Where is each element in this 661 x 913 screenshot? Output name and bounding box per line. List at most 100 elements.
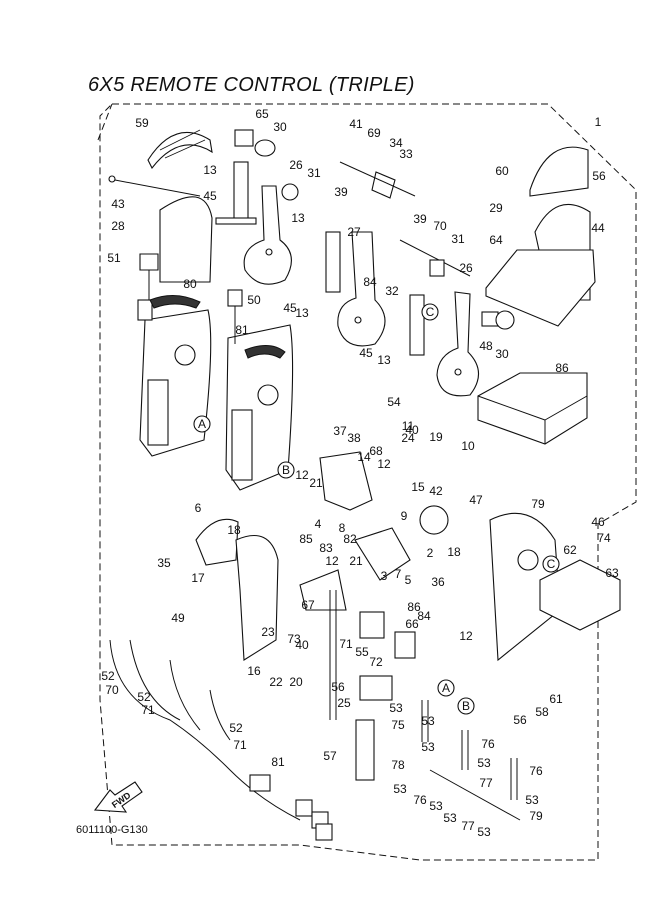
part-number-7: 7 [395, 567, 402, 581]
callout-letter: A [198, 417, 206, 431]
part-number-17: 17 [191, 571, 205, 585]
part-number-18: 18 [227, 523, 241, 537]
part-number-46: 46 [591, 515, 605, 529]
part-number-81: 81 [235, 323, 249, 337]
part-number-26: 26 [459, 261, 473, 275]
part-number-53: 53 [421, 740, 435, 754]
part-number-60: 60 [495, 164, 509, 178]
part-number-53: 53 [477, 825, 491, 839]
part-number-4: 4 [315, 517, 322, 531]
callout-letter: B [282, 463, 290, 477]
part-number-27: 27 [347, 225, 361, 239]
lower-mechanism [195, 451, 621, 781]
part-number-71: 71 [141, 703, 155, 717]
callout-circle [193, 415, 211, 433]
part-number-23: 23 [261, 625, 275, 639]
part-number-76: 76 [481, 737, 495, 751]
part-number-13: 13 [291, 211, 305, 225]
part-number-85: 85 [299, 532, 313, 546]
cable-rods [421, 700, 521, 821]
callout-b: B [457, 697, 475, 715]
part-number-39: 39 [413, 212, 427, 226]
callout-letter: B [462, 699, 470, 713]
part-number-71: 71 [339, 637, 353, 651]
part-number-58: 58 [535, 705, 549, 719]
part-number-2: 2 [427, 546, 434, 560]
callout-c: C [421, 303, 439, 321]
part-number-19: 19 [429, 430, 443, 444]
assembly-frame [99, 103, 637, 861]
part-number-82: 82 [343, 532, 357, 546]
part-number-64: 64 [489, 233, 503, 247]
callout-circle [542, 555, 560, 573]
part-number-16: 16 [247, 664, 261, 678]
part-number-83: 83 [319, 541, 333, 555]
part-number-36: 36 [431, 575, 445, 589]
part-number-12: 12 [325, 554, 339, 568]
part-number-34: 34 [389, 136, 403, 150]
part-number-53: 53 [393, 782, 407, 796]
part-number-18: 18 [447, 545, 461, 559]
callout-circle [277, 461, 295, 479]
part-number-31: 31 [451, 232, 465, 246]
part-number-68: 68 [369, 444, 383, 458]
part-number-38: 38 [347, 431, 361, 445]
part-number-53: 53 [477, 756, 491, 770]
part-number-39: 39 [334, 185, 348, 199]
part-number-22: 22 [269, 675, 283, 689]
part-number-70: 70 [433, 219, 447, 233]
part-number-43: 43 [111, 197, 125, 211]
part-number-66: 66 [405, 617, 419, 631]
lever-assembly-right [325, 161, 515, 397]
part-number-8: 8 [339, 521, 346, 535]
part-number-70: 70 [105, 683, 119, 697]
part-number-37: 37 [333, 424, 347, 438]
lever-assembly-center [215, 129, 299, 491]
callout-circle [457, 697, 475, 715]
part-number-84: 84 [417, 609, 431, 623]
part-number-40: 40 [295, 638, 309, 652]
part-number-24: 24 [401, 431, 415, 445]
covers [477, 146, 596, 445]
part-number-77: 77 [479, 776, 493, 790]
part-number-49: 49 [171, 611, 185, 625]
part-number-59: 59 [135, 116, 149, 130]
part-number-84: 84 [363, 275, 377, 289]
wiring-harness [109, 639, 333, 841]
part-number-86: 86 [555, 361, 569, 375]
part-number-11: 11 [402, 419, 415, 433]
callout-circle [421, 303, 439, 321]
part-number-80: 80 [183, 277, 197, 291]
part-number-76: 76 [529, 764, 543, 778]
part-number-45: 45 [283, 301, 297, 315]
part-number-31: 31 [307, 166, 321, 180]
part-number-28: 28 [111, 219, 125, 233]
part-number-77: 77 [461, 819, 475, 833]
part-number-12: 12 [377, 457, 391, 471]
part-number-15: 15 [411, 480, 425, 494]
fwd-arrow: FWD [93, 781, 143, 813]
part-number-45: 45 [359, 346, 373, 360]
part-number-45: 45 [203, 189, 217, 203]
part-number-40: 40 [405, 423, 419, 437]
part-number-57: 57 [323, 749, 337, 763]
part-number-20: 20 [289, 675, 303, 689]
part-number-78: 78 [391, 758, 405, 772]
part-number-5: 5 [405, 573, 412, 587]
part-number-13: 13 [203, 163, 217, 177]
part-number-30: 30 [495, 347, 509, 361]
part-number-6: 6 [195, 501, 202, 515]
part-number-41: 41 [349, 117, 363, 131]
part-number-47: 47 [469, 493, 483, 507]
part-number-76: 76 [413, 793, 427, 807]
part-number-44: 44 [591, 221, 605, 235]
part-number-32: 32 [385, 284, 399, 298]
part-number-53: 53 [389, 701, 403, 715]
part-number-79: 79 [529, 809, 543, 823]
part-number-75: 75 [391, 718, 405, 732]
part-number-35: 35 [157, 556, 171, 570]
part-number-30: 30 [273, 120, 287, 134]
part-number-29: 29 [489, 201, 503, 215]
